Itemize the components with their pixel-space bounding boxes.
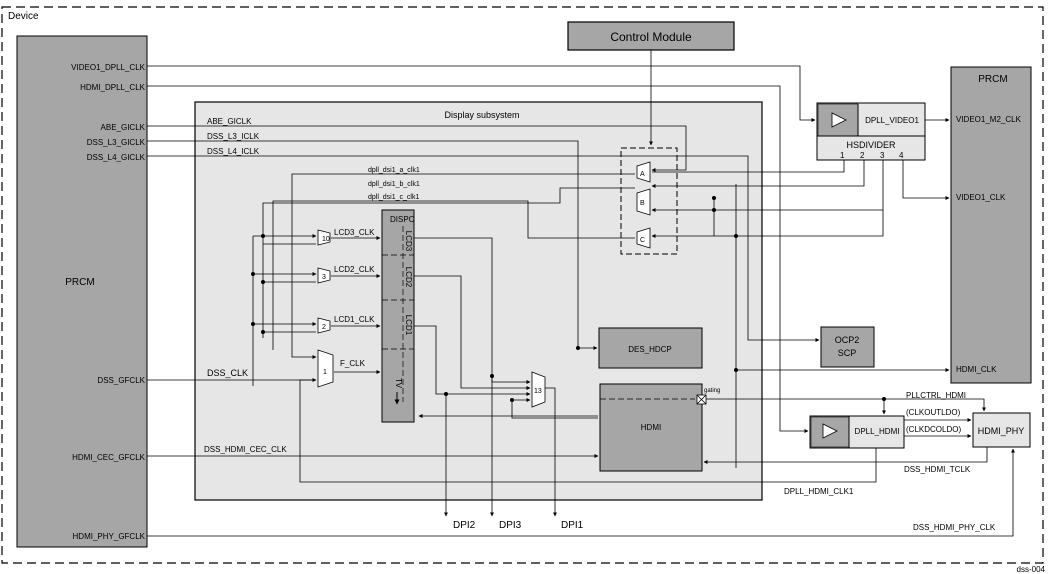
prcm-left-block xyxy=(16,35,148,548)
mux-lcd3 xyxy=(317,229,331,246)
mux-lcd2 xyxy=(317,267,331,284)
hsdivider-port-4: 4 xyxy=(899,151,904,160)
abc-mux-b xyxy=(636,188,651,216)
des-hdcp-block xyxy=(598,327,703,369)
prcm-out-hdmi-dpll: HDMI_DPLL_CLK xyxy=(80,83,146,92)
prcm-in-video1-m2: VIDEO1_M2_CLK xyxy=(956,115,1022,124)
sig-dss-l3-iclk: DSS_L3_ICLK xyxy=(207,132,260,141)
device-label: Device xyxy=(8,11,39,22)
junction-dots xyxy=(251,196,886,402)
prcm-right-block xyxy=(950,66,1032,384)
dispc-lane-tv: TV xyxy=(394,378,403,389)
hdmi-label: HDMI xyxy=(641,423,661,432)
dispc-lane-separators xyxy=(382,226,414,402)
prcm-in-video1-clk: VIDEO1_CLK xyxy=(956,193,1006,202)
display-subsystem-title: Display subsystem xyxy=(444,110,519,120)
dpll-hdmi-label: DPLL_HDMI xyxy=(855,427,900,436)
mux-dpi xyxy=(531,371,546,408)
ocp2scp-line2: SCP xyxy=(838,348,857,358)
prcm-out-dss-gfclk: DSS_GFCLK xyxy=(97,376,145,385)
prcm-out-hdmi-phy: HDMI_PHY_GFCLK xyxy=(73,532,146,541)
clk-fclk: F_CLK xyxy=(340,359,366,368)
prcm-out-hdmi-cec: HDMI_CEC_GFCLK xyxy=(72,453,146,462)
sig-dpll-dsi1-a: dpll_dsi1_a_clk1 xyxy=(368,167,420,174)
figure-id: dss-004 xyxy=(1017,565,1046,574)
dispc-title: DISPC xyxy=(390,215,415,224)
hdmi-phy-label: HDMI_PHY xyxy=(978,426,1025,436)
prcm-in-hdmi-clk: HDMI_CLK xyxy=(956,365,997,374)
dpll-hdmi-buffer-icon xyxy=(822,423,838,439)
sig-abe-giclk: ABE_GICLK xyxy=(207,117,252,126)
wiring xyxy=(147,50,1015,537)
sig-clkoutldo: (CLKOUTLDO) xyxy=(906,408,961,417)
hdmi-gating-icon xyxy=(696,394,707,405)
des-hdcp-label: DES_HDCP xyxy=(628,345,672,354)
mux-lcd1 xyxy=(317,317,331,334)
hsdivider-port-3: 3 xyxy=(880,151,885,160)
abc-mux-a-label: A xyxy=(640,171,645,178)
mux-lcd1-label: 2 xyxy=(322,324,326,331)
ocp2scp-line1: OCP2 xyxy=(835,335,860,345)
mux-fclk-label: 1 xyxy=(323,369,327,376)
abc-mux-c xyxy=(636,227,651,249)
mux-dpi-label: 13 xyxy=(534,388,542,395)
clk-lcd3: LCD3_CLK xyxy=(334,228,375,237)
prcm-out-video1-dpll: VIDEO1_DPLL_CLK xyxy=(71,63,145,72)
dpi2-label: DPI2 xyxy=(453,520,476,531)
hsdivider-title: HSDIVIDER xyxy=(846,140,896,150)
mux-lcd2-label: 3 xyxy=(322,274,326,281)
mux-fclk xyxy=(317,349,334,388)
dispc-block xyxy=(381,209,415,423)
clk-lcd1: LCD1_CLK xyxy=(334,315,375,324)
clk-lcd2: LCD2_CLK xyxy=(334,265,375,274)
hdmi-phy-block xyxy=(972,412,1031,448)
abc-mux-box xyxy=(620,147,678,255)
hsdivider-dpll-label: DPLL_VIDEO1 xyxy=(865,116,919,125)
prcm-right-title: PRCM xyxy=(978,74,1007,85)
dispc-lane-lcd2: LCD2 xyxy=(404,267,413,288)
sig-dss-hdmi-cec-clk: DSS_HDMI_CEC_CLK xyxy=(204,445,287,454)
dpi3-label: DPI3 xyxy=(499,520,522,531)
prcm-left-title: PRCM xyxy=(65,277,94,288)
sig-dss-l4-iclk: DSS_L4_ICLK xyxy=(207,147,260,156)
mux-lcd3-label: 10 xyxy=(322,236,330,243)
sig-dpll-dsi1-b: dpll_dsi1_b_clk1 xyxy=(368,181,420,188)
hsdivider-port-2: 2 xyxy=(860,151,865,160)
sig-clkdcoldo: (CLKDCOLDO) xyxy=(906,425,961,434)
hdmi-gating-label: gating xyxy=(704,388,720,394)
prcm-out-dss-l3: DSS_L3_GICLK xyxy=(87,138,146,147)
sig-dss-hdmi-phy-clk: DSS_HDMI_PHY_CLK xyxy=(913,523,996,532)
abc-mux-a xyxy=(636,161,651,183)
device-border xyxy=(1,6,1044,564)
control-module-label: Control Module xyxy=(610,30,692,44)
sig-pllctrl-hdmi: PLLCTRL_HDMI xyxy=(906,391,966,400)
prcm-out-dss-l4: DSS_L4_GICLK xyxy=(87,153,146,162)
dpi1-label: DPI1 xyxy=(561,520,584,531)
dispc-lane-lcd3: LCD3 xyxy=(404,231,413,252)
abc-mux-b-label: B xyxy=(640,200,645,207)
hsdivider-buffer-icon xyxy=(831,112,847,128)
hdmi-block xyxy=(599,383,703,472)
sig-dss-hdmi-tclk: DSS_HDMI_TCLK xyxy=(904,465,971,474)
abc-mux-c-label: C xyxy=(640,237,645,244)
sig-dpll-hdmi-clk1: DPLL_HDMI_CLK1 xyxy=(784,487,854,496)
sig-dpll-dsi1-c: dpll_dsi1_c_clk1 xyxy=(368,194,419,201)
ocp2scp-block xyxy=(820,326,875,368)
hsdivider-port-1: 1 xyxy=(840,151,845,160)
dispc-lane-lcd1: LCD1 xyxy=(404,315,413,336)
sig-dss-clk: DSS_CLK xyxy=(207,368,248,378)
prcm-out-abe-giclk: ABE_GICLK xyxy=(101,123,146,132)
